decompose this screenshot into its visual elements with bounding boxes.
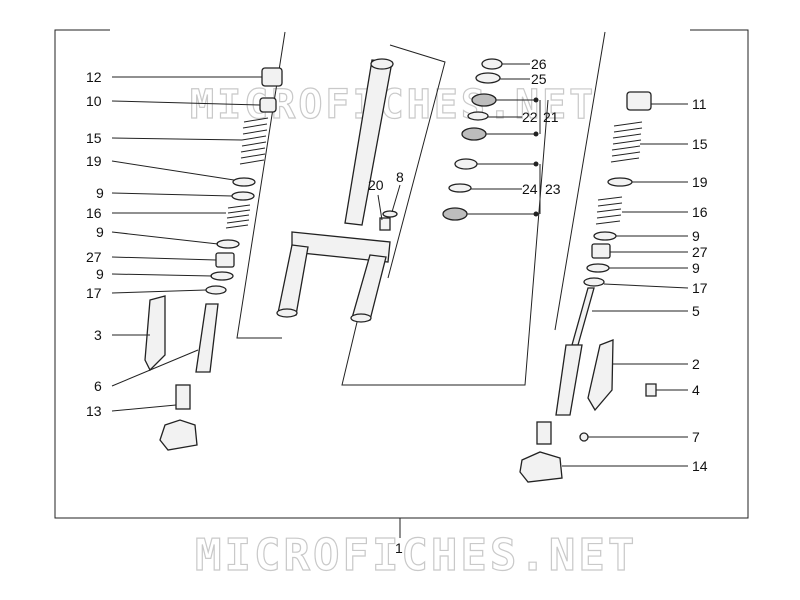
- callout-14: 14: [692, 458, 708, 474]
- callout-11: 11: [692, 96, 707, 112]
- callout-26: 26: [531, 56, 547, 72]
- assembly-frame: [54, 29, 749, 519]
- part-10-bush: [259, 97, 277, 113]
- part-27-bush-left: [215, 252, 235, 268]
- callout-4: 4: [692, 382, 700, 398]
- part-23-cup-b: [442, 207, 468, 221]
- callout-19-right: 19: [692, 174, 708, 190]
- part-20-bolt: [379, 217, 391, 231]
- part-21-cup: [461, 127, 487, 141]
- part-14-link-right: [519, 451, 563, 483]
- watermark-bottom: MICROFICHES.NET: [195, 530, 637, 581]
- callout-27-right: 27: [692, 244, 708, 260]
- part-13-link-left: [159, 419, 198, 451]
- callout-23: 23: [545, 181, 561, 197]
- callout-17-right: 17: [692, 280, 708, 296]
- headset-bearings: [442, 58, 503, 221]
- part-19-washer-left: [232, 177, 256, 187]
- callout-13: 13: [86, 403, 102, 419]
- callout-3: 3: [94, 327, 102, 343]
- callout-5: 5: [692, 303, 700, 319]
- part-8-nut: [382, 210, 398, 218]
- part-4-plate: [645, 383, 657, 397]
- part-14-bracket: [536, 421, 552, 445]
- callout-1: 1: [395, 540, 403, 556]
- callout-17-left: 17: [86, 285, 102, 301]
- callout-12: 12: [86, 69, 102, 85]
- part-15-spring-right: [610, 121, 643, 163]
- callout-16-left: 16: [86, 205, 102, 221]
- callout-2: 2: [692, 356, 700, 372]
- part-17-ring-right: [583, 277, 605, 287]
- callout-27-left: 27: [86, 249, 102, 265]
- part-17-ring-left: [205, 285, 227, 295]
- part-16-spring-left: [225, 204, 251, 229]
- part-19-washer-right: [607, 177, 633, 187]
- callout-6: 6: [94, 378, 102, 394]
- part-9-ring-c: [210, 271, 234, 281]
- part-25-washer: [475, 72, 501, 84]
- steering-group-outline-top: [387, 44, 446, 279]
- left-group-outline: [236, 31, 286, 339]
- part-9-ring-d: [593, 231, 617, 241]
- part-21-race-top: [471, 93, 497, 107]
- callout-15-right: 15: [692, 136, 708, 152]
- part-27-bush-right: [591, 243, 611, 259]
- dot-23-bottom: [533, 211, 539, 217]
- callout-7: 7: [692, 429, 700, 445]
- right-fork-parts: [519, 91, 657, 483]
- fork-leg-right-bottom: [350, 313, 372, 323]
- callout-10: 10: [86, 93, 102, 109]
- part-9-ring-e: [586, 263, 610, 273]
- dot-23-top: [533, 161, 539, 167]
- callout-20: 20: [368, 177, 384, 193]
- fork-leg-left-bottom: [276, 308, 298, 318]
- part-6-tube: [195, 303, 219, 373]
- part-3-cover-left: [144, 295, 166, 372]
- part-23-cup-a: [454, 158, 478, 170]
- callout-9-d: 9: [692, 228, 700, 244]
- part-11-cap: [626, 91, 652, 111]
- part-26-nut: [481, 58, 503, 70]
- part-9-ring-a: [231, 191, 255, 201]
- part-5-rod: [571, 287, 595, 346]
- callout-19-left: 19: [86, 153, 102, 169]
- fork-leg-right: [351, 254, 387, 321]
- fork-leg-left: [277, 244, 309, 316]
- part-9-ring-b: [216, 239, 240, 249]
- dot-21-top: [533, 97, 539, 103]
- steering-tube-top: [370, 58, 394, 70]
- callout-16-right: 16: [692, 204, 708, 220]
- callout-8: 8: [396, 169, 404, 185]
- part-7-bolt: [579, 432, 589, 442]
- callout-24: 24: [522, 181, 538, 197]
- right-group-outline: [554, 31, 606, 331]
- steering-column: [276, 58, 398, 323]
- part-22-balls: [467, 111, 489, 121]
- part-5-damper: [555, 344, 583, 416]
- callout-25: 25: [531, 71, 547, 87]
- callout-9-c: 9: [96, 266, 104, 282]
- steering-group-outline-bottom: [341, 99, 549, 386]
- callout-9-a: 9: [96, 185, 104, 201]
- part-16-spring-right: [595, 196, 623, 225]
- part-12-cap: [261, 67, 283, 87]
- left-fork-parts: [144, 67, 283, 451]
- callouts: 12 10 15 19 9 16 9 27 9 17 3 6 13 20 8 2…: [86, 56, 708, 556]
- part-15-spring-left: [239, 117, 269, 165]
- callout-22: 22: [522, 109, 538, 125]
- callout-21: 21: [543, 109, 559, 125]
- callout-9-e: 9: [692, 260, 700, 276]
- callout-9-b: 9: [96, 224, 104, 240]
- part-24-balls: [448, 183, 472, 193]
- part-13-bracket: [175, 384, 191, 410]
- part-2-cover-right: [587, 339, 614, 412]
- dot-21-bottom: [533, 131, 539, 137]
- callout-15-left: 15: [86, 130, 102, 146]
